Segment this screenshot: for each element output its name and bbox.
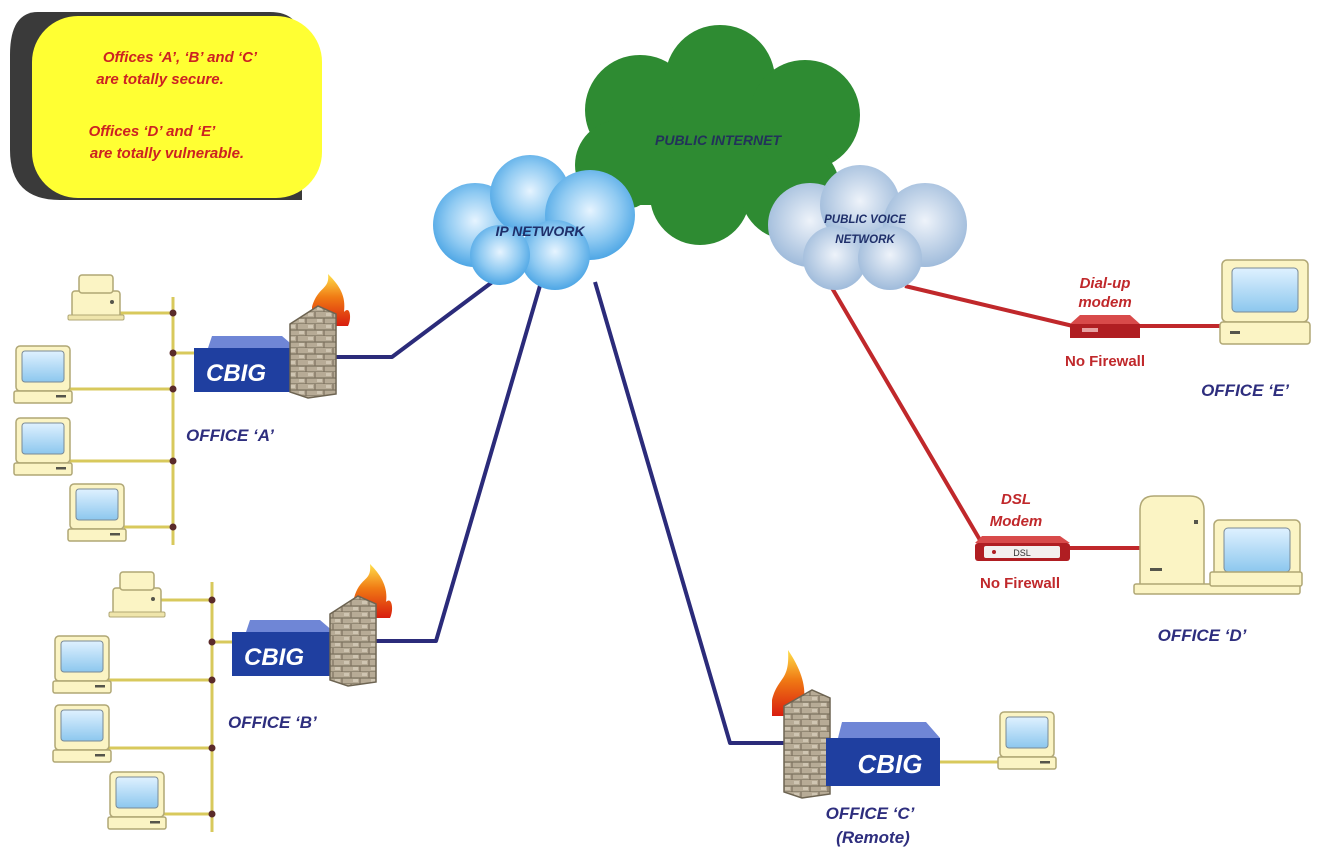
dsl-device-label: DSL: [1013, 548, 1031, 558]
public-voice-network-cloud: PUBLIC VOICE NETWORK: [768, 165, 967, 290]
callout-line-1: Offices ‘A’, ‘B’ and ‘C’: [103, 49, 258, 66]
office-a-cbig-label: CBIG: [206, 360, 266, 387]
office-e-pc-icon: [1219, 259, 1311, 345]
office-d: DSL Modem DSL No Firewall OFFICE ‘D’: [975, 491, 1303, 645]
office-c-cbig-label: CBIG: [858, 749, 923, 779]
dialup-label-1: Dial-up: [1080, 275, 1131, 292]
office-c-firewall-icon: [772, 650, 831, 799]
public-internet-label: PUBLIC INTERNET: [655, 132, 782, 148]
security-callout: Offices ‘A’, ‘B’ and ‘C’ are totally sec…: [10, 12, 322, 200]
link-ip-to-office-b: [365, 271, 546, 643]
callout-box: [32, 16, 322, 198]
voice-network-label-2: NETWORK: [835, 234, 895, 246]
office-c-cbig-gateway: CBIG: [826, 722, 940, 786]
office-b-printer-icon: [108, 571, 166, 618]
dsl-modem-icon: DSL: [975, 536, 1070, 561]
office-b-cbig-label: CBIG: [244, 644, 304, 671]
office-b-pc-3-icon: [107, 771, 167, 830]
office-a-pc-3-icon: [67, 483, 127, 542]
dsl-label-2: Modem: [990, 513, 1043, 530]
office-a-printer-icon: [67, 274, 125, 321]
office-b-cbig-gateway: CBIG: [232, 620, 334, 676]
office-b-firewall-icon: [329, 564, 393, 687]
dialup-modem-icon: [1070, 315, 1140, 338]
secure-links: [320, 271, 790, 745]
voice-network-label-1: PUBLIC VOICE: [824, 214, 906, 226]
insecure-links: [830, 284, 1225, 550]
office-c-label: OFFICE ‘C’: [826, 804, 915, 823]
office-d-tower-icon: [1139, 495, 1205, 589]
office-a-pc-2-icon: [13, 417, 73, 476]
office-c: CBIG OFFICE ‘C’ (Remote): [772, 650, 1057, 847]
office-a-lan: [70, 297, 202, 545]
link-ip-to-office-c: [593, 281, 790, 745]
office-e: Dial-up modem No Firewall OFFICE ‘E’: [1065, 259, 1311, 400]
office-d-pc-icon: [1133, 519, 1303, 595]
office-e-label: OFFICE ‘E’: [1201, 381, 1289, 400]
link-voice-to-dsl: [830, 286, 982, 542]
office-b-pc-1-icon: [52, 635, 112, 694]
office-b-pc-2-icon: [52, 704, 112, 763]
callout-line-3: Offices ‘D’ and ‘E’: [89, 123, 217, 140]
link-ip-to-office-a: [320, 278, 497, 359]
office-b-label: OFFICE ‘B’: [228, 713, 317, 732]
office-e-no-firewall-label: No Firewall: [1065, 353, 1145, 370]
office-a: CBIG OFFICE ‘A’: [13, 274, 351, 545]
office-d-label: OFFICE ‘D’: [1158, 626, 1247, 645]
link-voice-to-dialup: [904, 284, 1074, 328]
office-a-label: OFFICE ‘A’: [186, 426, 274, 445]
office-a-cbig-gateway: CBIG: [194, 336, 296, 392]
office-b-lan: [108, 582, 238, 832]
office-c-remote-label: (Remote): [836, 828, 910, 847]
callout-line-4: are totally vulnerable.: [90, 145, 244, 162]
office-d-no-firewall-label: No Firewall: [980, 575, 1060, 592]
office-b: CBIG OFFICE ‘B’: [52, 564, 393, 832]
ip-network-cloud: IP NETWORK: [433, 155, 635, 290]
dialup-label-2: modem: [1078, 294, 1131, 311]
callout-line-2: are totally secure.: [96, 71, 224, 88]
office-a-pc-1-icon: [13, 345, 73, 404]
office-c-pc-icon: [997, 711, 1057, 770]
dsl-label-1: DSL: [1001, 491, 1031, 508]
ip-network-label: IP NETWORK: [496, 223, 586, 239]
office-a-firewall-icon: [289, 274, 351, 399]
